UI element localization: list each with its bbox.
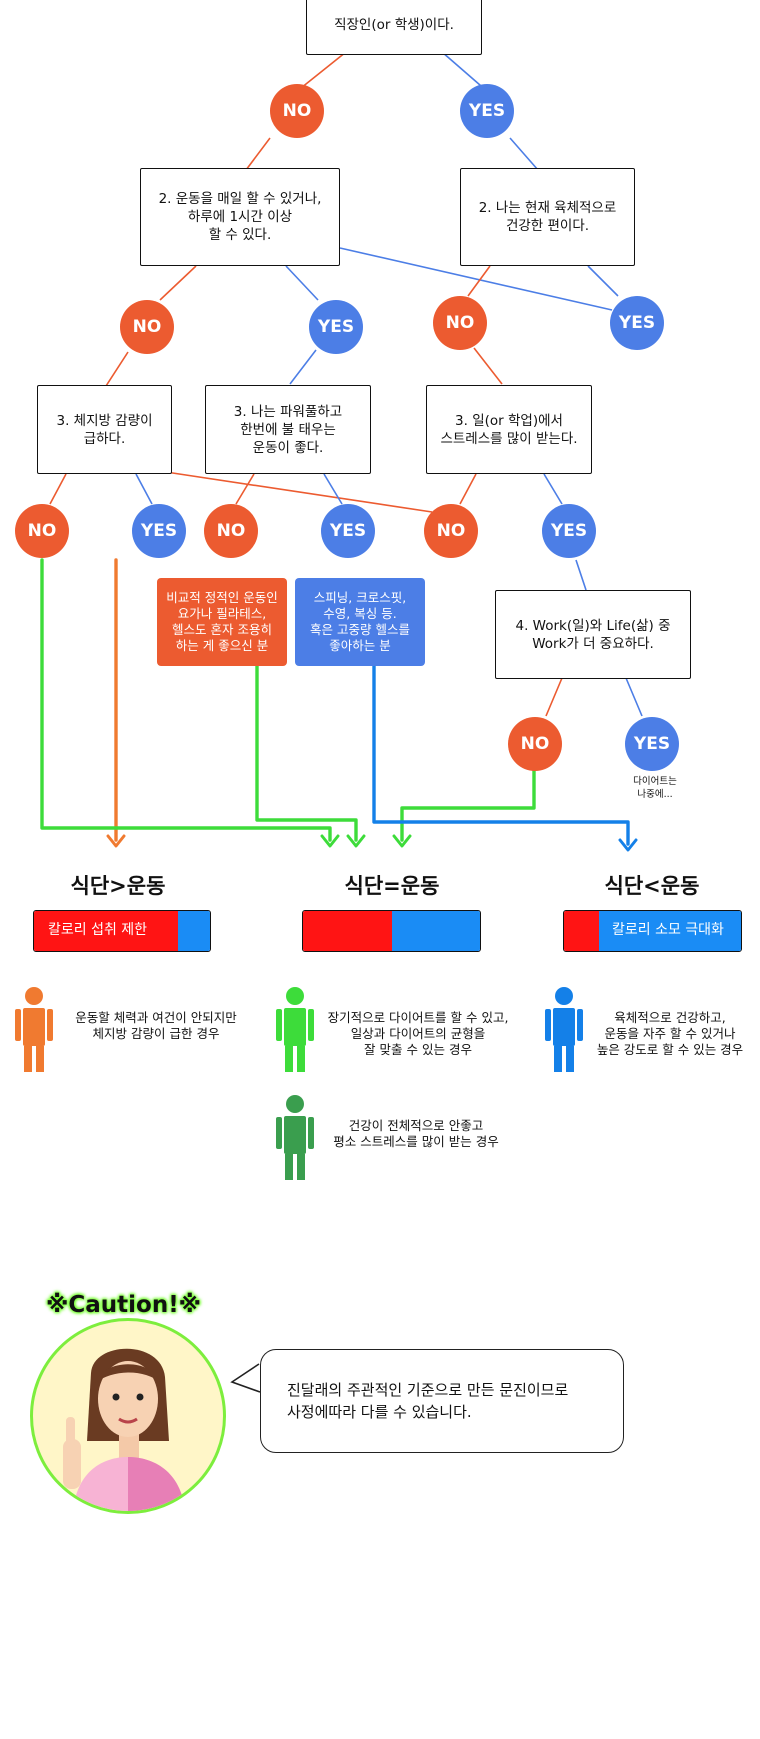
q3b-no-circle: NO [204,504,258,558]
question-1-box: 직장인(or 학생)이다. [306,0,482,55]
balanced-bar-exercise-portion [391,911,480,951]
question-3a-text: 3. 체지방 감량이 급하다. [56,412,153,447]
diet-first-description: 운동할 체력과 여건이 안되지만 체지방 감량이 급한 경우 [75,1010,237,1041]
no-label: NO [132,317,162,337]
speech-bubble: 진달래의 주관적인 기준으로 만든 문진이므로 사정에따라 다를 수 있습니다. [260,1349,624,1453]
result-title-diet-first: 식단>운동 [70,874,166,898]
no-label: NO [520,734,550,754]
exercise-first-bar-exercise-portion [599,911,741,951]
no-label: NO [27,521,57,541]
q2b-yes-circle: YES [610,296,664,350]
yes-label: YES [618,313,656,333]
no-label: NO [282,101,312,121]
result-title-balanced: 식단=운동 [344,874,440,898]
person-icon-orange [15,987,53,1072]
yes-label: YES [317,317,355,337]
question-3b-text: 3. 나는 파워풀하고 한번에 불 태우는 운동이 좋다. [233,403,343,456]
q3c-no-circle: NO [424,504,478,558]
person-icon-blue [545,987,583,1072]
no-label: NO [445,313,475,333]
q4-yes-circle: YES [625,717,679,771]
exercise-first-bar: 칼로리 소모 극대화 [563,910,742,952]
question-4-box: 4. Work(일)와 Life(삶) 중 Work가 더 중요하다. [495,590,691,679]
question-3c-box: 3. 일(or 학업)에서 스트레스를 많이 받는다. [426,385,592,474]
power-exercise-note: 스피닝, 크로스핏, 수영, 복싱 등. 혹은 고중량 헬스를 좋아하는 분 [295,578,425,666]
character-illustration [63,1348,185,1511]
q2b-no-circle: NO [433,296,487,350]
q4-no-circle: NO [508,717,562,771]
exercise-first-description: 육체적으로 건강하고, 운동을 자주 할 수 있거나 높은 강도로 할 수 있는… [596,1010,744,1057]
balanced-bar [302,910,481,952]
question-1-text: 직장인(or 학생)이다. [334,16,454,33]
diet-first-bar: 칼로리 섭취 제한 [33,910,211,952]
q2a-no-circle: NO [120,300,174,354]
character-avatar [30,1318,226,1514]
q3a-no-circle: NO [15,504,69,558]
q3c-yes-circle: YES [542,504,596,558]
person-icon-green [276,987,314,1072]
balanced-description-2: 건강이 전체적으로 안좋고 평소 스트레스를 많이 받는 경우 [333,1118,499,1149]
q1-no-circle: NO [270,84,324,138]
question-3b-box: 3. 나는 파워풀하고 한번에 불 태우는 운동이 좋다. [205,385,371,474]
yes-label: YES [633,734,671,754]
handwritten-note: 다이어트는 나중에... [633,776,677,800]
question-2a-box: 2. 운동을 매일 할 수 있거나, 하루에 1시간 이상 할 수 있다. [140,168,340,266]
q1-yes-circle: YES [460,84,514,138]
caution-title: ※Caution!※ [46,1292,202,1318]
q2a-yes-circle: YES [309,300,363,354]
person-icon-dark-green [276,1095,314,1180]
result-title-exercise-first: 식단<운동 [604,874,700,898]
static-exercise-note: 비교적 정적인 운동인 요가나 필라테스, 헬스도 혼자 조용히 하는 게 좋으… [157,578,287,666]
question-2b-text: 2. 나는 현재 육체적으로 건강한 편이다. [478,200,617,234]
static-exercise-note-text: 비교적 정적인 운동인 요가나 필라테스, 헬스도 혼자 조용히 하는 게 좋으… [166,590,278,653]
yes-label: YES [140,521,178,541]
no-label: NO [436,521,466,541]
exercise-first-bar-label: 칼로리 소모 극대화 [612,922,724,939]
no-label: NO [216,521,246,541]
caution-message: 진달래의 주관적인 기준으로 만든 문진이므로 사정에따라 다를 수 있습니다. [287,1381,569,1421]
question-2b-box: 2. 나는 현재 육체적으로 건강한 편이다. [460,168,635,266]
yes-label: YES [329,521,367,541]
q3b-yes-circle: YES [321,504,375,558]
question-4-text: 4. Work(일)와 Life(삶) 중 Work가 더 중요하다. [515,617,671,652]
balanced-description: 장기적으로 다이어트를 할 수 있고, 일상과 다이어트의 균형을 잘 맞출 수… [327,1010,509,1057]
question-2a-text: 2. 운동을 매일 할 수 있거나, 하루에 1시간 이상 할 수 있다. [158,191,322,243]
power-exercise-note-text: 스피닝, 크로스핏, 수영, 복싱 등. 혹은 고중량 헬스를 좋아하는 분 [310,590,410,653]
diet-first-bar-diet-portion [34,911,179,951]
question-3c-text: 3. 일(or 학업)에서 스트레스를 많이 받는다. [440,412,578,447]
yes-label: YES [468,101,506,121]
yes-label: YES [550,521,588,541]
q3a-yes-circle: YES [132,504,186,558]
exercise-first-bar-diet-portion [564,911,600,951]
balanced-bar-diet-portion [303,911,392,951]
question-3a-box: 3. 체지방 감량이 급하다. [37,385,172,474]
diet-first-bar-exercise-portion [178,911,210,951]
diet-first-bar-label: 칼로리 섭취 제한 [48,922,148,939]
